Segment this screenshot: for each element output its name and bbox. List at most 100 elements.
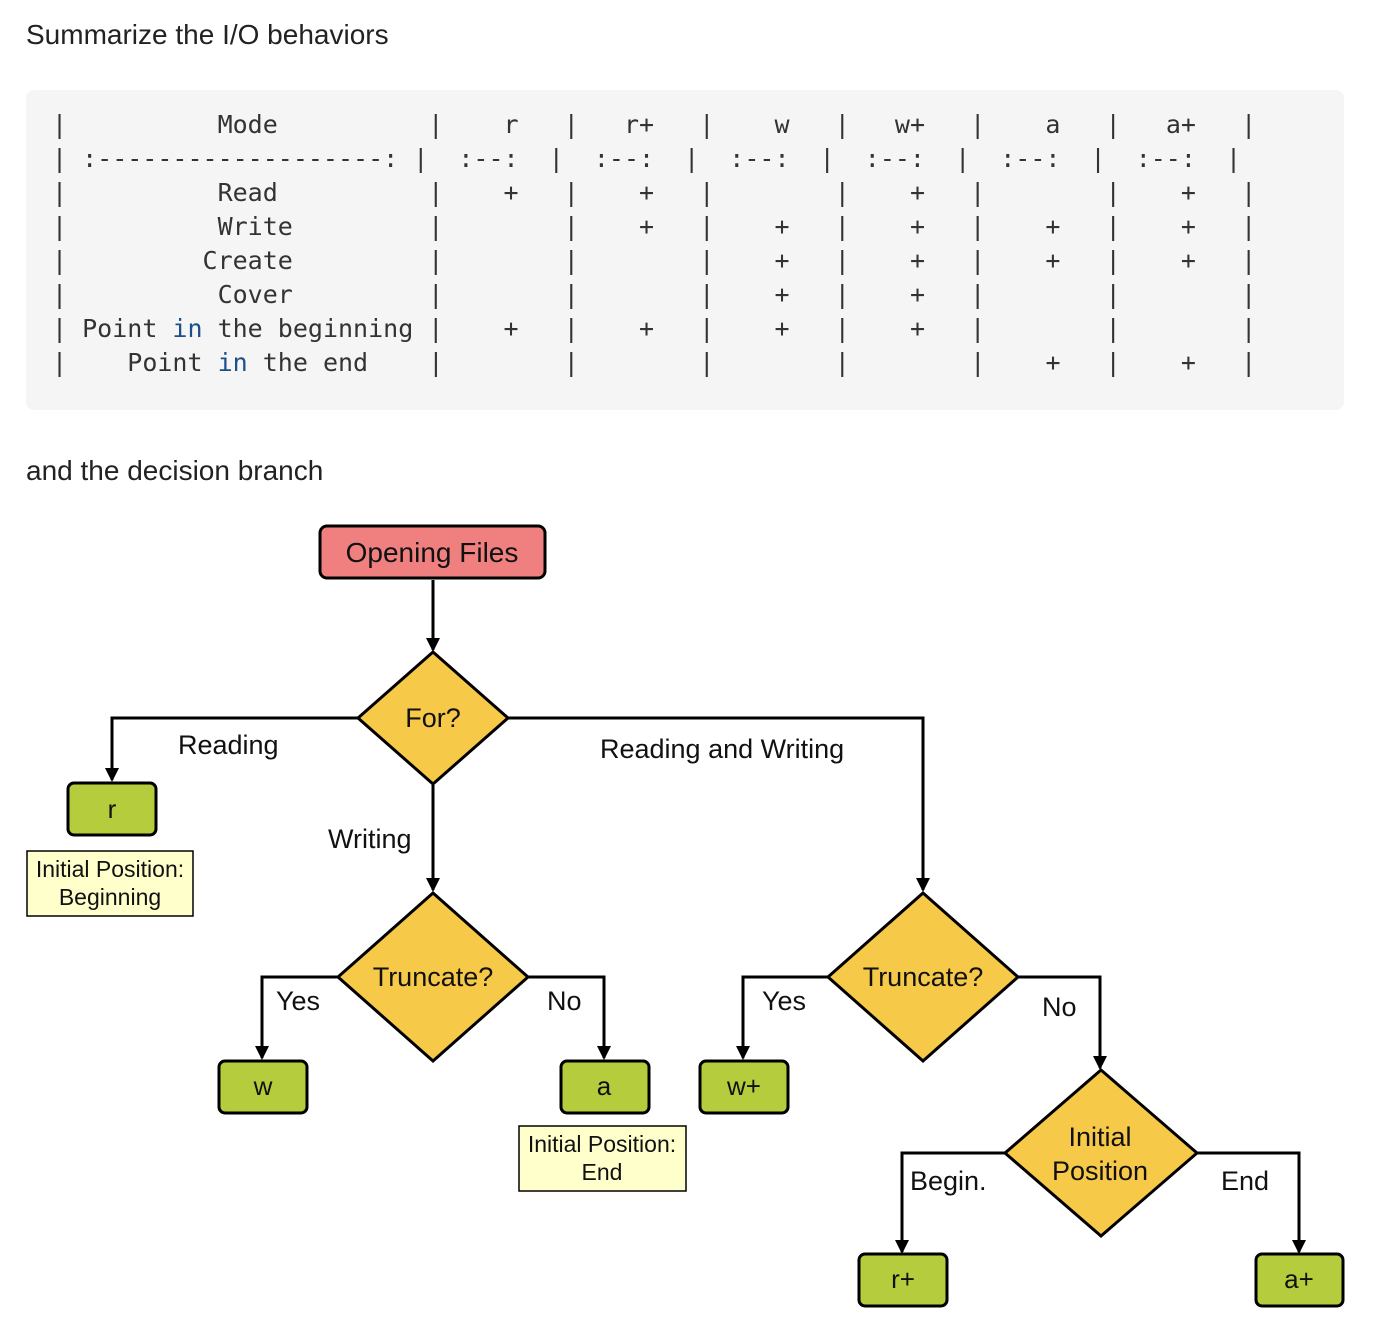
decision-initial-diamond <box>1002 1068 1200 1238</box>
terminal-w-box <box>217 1059 309 1115</box>
code-table-cell: + <box>864 178 956 207</box>
decision-heading: and the decision branch <box>26 455 324 486</box>
code-table-cell: + <box>864 212 956 241</box>
decision-truncate-left: Truncate? <box>335 890 531 1064</box>
code-table-header-cell: Mode <box>82 110 414 139</box>
summary-heading: Summarize the I/O behaviors <box>26 19 389 50</box>
terminal-r: r <box>66 781 158 837</box>
note-a-initial-position: Initial Position: End <box>518 1125 687 1192</box>
decision-initial-position: Initial Position <box>1002 1068 1200 1238</box>
terminal-r-box <box>66 781 158 837</box>
edge-for-to-truncate-right <box>508 716 930 892</box>
decision-truncate-right: Truncate? <box>825 890 1021 1064</box>
code-table-cell: + <box>458 314 549 343</box>
edge-truncate-left-to-a <box>528 975 611 1060</box>
code-table-header-line: | Mode | r | r+ | w | w+ | a | a+ | <box>52 110 1257 139</box>
code-table-cell: a <box>1000 110 1091 139</box>
code-table-cell: + <box>1135 348 1227 377</box>
code-table-cell: + <box>1135 246 1227 275</box>
code-table-align-line: | :-------------------: | :--: | :--: | … <box>52 144 1242 173</box>
note-r-line2: Beginning <box>59 884 161 910</box>
code-table-row-label: Create <box>82 246 414 275</box>
code-table-cell: + <box>1000 348 1091 377</box>
terminal-w-plus: w+ <box>698 1059 790 1115</box>
decision-truncate-left-diamond <box>335 890 531 1064</box>
terminal-r-plus: r+ <box>857 1252 949 1308</box>
code-table-cell: + <box>864 246 956 275</box>
edge-label-yes-right: Yes <box>762 986 806 1016</box>
terminal-a-box <box>559 1059 651 1115</box>
code-table-cell: + <box>593 314 685 343</box>
code-table-cell: w+ <box>864 110 956 139</box>
code-table-cell: a+ <box>1135 110 1227 139</box>
note-r-box <box>26 850 194 917</box>
code-table-cell: r+ <box>593 110 685 139</box>
code-table-cell: + <box>1000 212 1091 241</box>
code-table-cell: + <box>593 178 685 207</box>
terminal-aplus-label: a+ <box>1284 1264 1314 1294</box>
edge-labels: Reading Reading and Writing Writing Yes … <box>178 730 1269 1196</box>
edge-initial-to-rplus <box>895 1151 1005 1254</box>
mode-table-code-block: | Mode | r | r+ | w | w+ | a | a+ | | :-… <box>26 90 1344 410</box>
mode-table-code: | Mode | r | r+ | w | w+ | a | a+ | | :-… <box>52 108 1256 380</box>
code-table-cell: r <box>458 110 549 139</box>
edge-label-no-left: No <box>547 986 582 1016</box>
edge-for-to-r <box>105 716 358 782</box>
edge-initial-to-aplus <box>1197 1151 1306 1254</box>
decision-initial-label-line2: Position <box>1052 1156 1148 1186</box>
decision-truncate-right-label: Truncate? <box>863 962 984 992</box>
code-table-row-label: Point in the beginning <box>82 314 414 343</box>
note-a-box <box>518 1125 687 1192</box>
decision-for: For? <box>355 650 511 786</box>
code-table-cell: + <box>729 314 820 343</box>
code-table-line: | Point in the beginning | + | + | + | +… <box>52 314 1257 343</box>
terminal-a: a <box>559 1059 651 1115</box>
edge-label-reading-writing: Reading and Writing <box>600 734 844 764</box>
code-table-cell: + <box>729 280 820 309</box>
code-table-line: | Read | + | + | | + | | + | <box>52 178 1257 207</box>
code-table-cell: + <box>729 212 820 241</box>
note-r-line1: Initial Position: <box>36 856 184 882</box>
code-table-line: | Write | | + | + | + | + | + | <box>52 212 1257 241</box>
edge-label-writing: Writing <box>328 824 412 854</box>
connectors <box>105 580 1306 1254</box>
decision-for-diamond <box>355 650 511 786</box>
code-table-line: | Create | | | + | + | + | + | <box>52 246 1257 275</box>
terminal-wplus-label: w+ <box>726 1071 761 1101</box>
decision-truncate-right-diamond <box>825 890 1021 1064</box>
note-r-initial-position: Initial Position: Beginning <box>26 850 194 917</box>
code-table-line: | Point in the end | | | | | + | + | <box>52 348 1257 377</box>
terminal-rplus-label: r+ <box>891 1264 915 1294</box>
code-table-cell: w <box>729 110 820 139</box>
start-node-box <box>318 524 547 580</box>
code-table-cell: + <box>1000 246 1091 275</box>
code-table-cell: + <box>1135 212 1227 241</box>
terminal-aplus-box <box>1254 1252 1345 1308</box>
code-table-cell: + <box>729 246 820 275</box>
code-table-cell: + <box>593 212 685 241</box>
edge-label-reading: Reading <box>178 730 279 760</box>
code-table-row-label: Read <box>82 178 414 207</box>
terminal-rplus-box <box>857 1252 949 1308</box>
edge-label-no-right: No <box>1042 992 1077 1022</box>
start-node: Opening Files <box>318 524 547 580</box>
code-table-cell: + <box>458 178 549 207</box>
terminal-r-label: r <box>108 794 117 824</box>
code-table-row-label: Write <box>82 212 414 241</box>
edge-label-begin: Begin. <box>910 1166 987 1196</box>
terminal-a-label: a <box>597 1071 612 1101</box>
start-node-label: Opening Files <box>346 537 519 568</box>
code-table-cell: + <box>864 280 956 309</box>
terminal-w-label: w <box>253 1071 273 1101</box>
decision-for-label: For? <box>405 703 461 733</box>
edge-label-yes-left: Yes <box>276 986 320 1016</box>
note-a-line2: End <box>582 1159 623 1185</box>
code-table-cell: + <box>1135 178 1227 207</box>
edge-truncate-right-to-initial <box>1018 975 1107 1070</box>
decision-truncate-left-label: Truncate? <box>373 962 494 992</box>
terminal-wplus-box <box>698 1059 790 1115</box>
code-table-cell: + <box>864 314 956 343</box>
code-table-row-label: Point in the end <box>82 348 414 377</box>
code-table-line: | Cover | | | + | + | | | <box>52 280 1257 309</box>
